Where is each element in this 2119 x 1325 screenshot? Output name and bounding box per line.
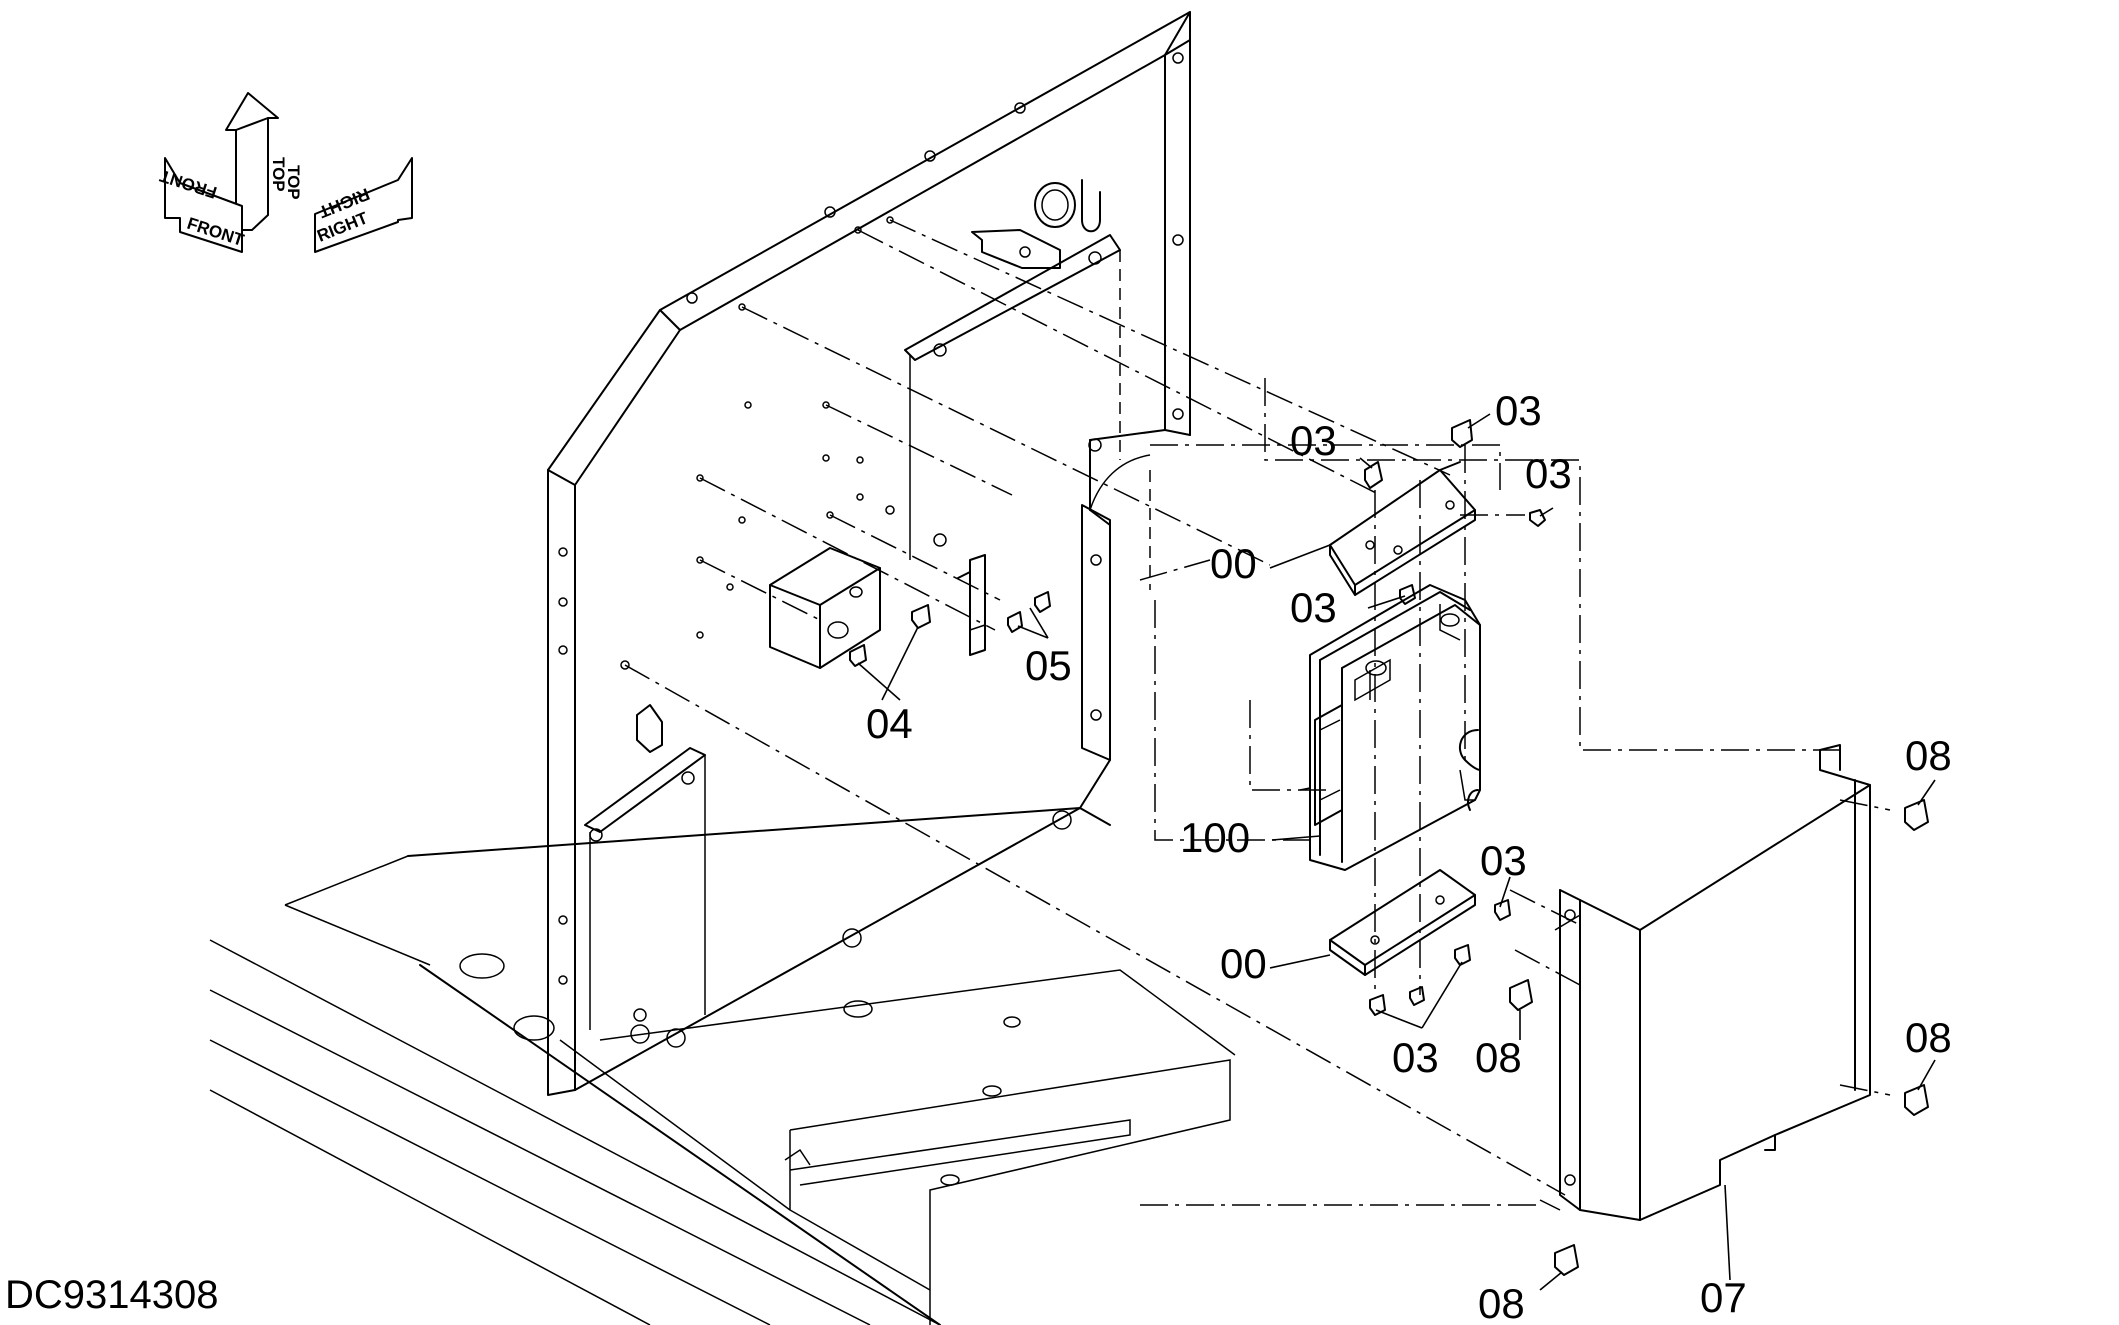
callout-08-mid: 08	[1475, 1034, 1522, 1081]
callout-03-mid: 03	[1290, 584, 1337, 631]
callout-08-right: 08	[1905, 1014, 1952, 1061]
callout-03-right: 03	[1525, 450, 1572, 497]
main-panel	[547, 11, 1191, 1096]
leader-lines	[857, 413, 1936, 1291]
orientation-label-top: TOP	[269, 157, 288, 192]
floor-frame	[209, 807, 1236, 1325]
callout-07: 07	[1700, 1274, 1747, 1321]
callout-00-lower: 00	[1220, 940, 1267, 987]
cover-plate	[1559, 744, 1871, 1221]
callout-03-bottom: 03	[1392, 1034, 1439, 1081]
callout-04: 04	[866, 700, 913, 747]
callout-08-upper: 08	[1905, 732, 1952, 779]
callout-03-top-right: 03	[1495, 387, 1542, 434]
callout-08-bottom: 08	[1478, 1280, 1525, 1325]
callout-03-top-left: 03	[1290, 417, 1337, 464]
callout-100: 100	[1180, 814, 1250, 861]
controller-unit	[1299, 584, 1481, 871]
callout-05: 05	[1025, 642, 1072, 689]
orientation-arrows: FRONT FRONT TOP TOP RIGHT RIGHT	[157, 92, 413, 253]
fasteners	[849, 419, 1929, 1276]
callout-03-lower-right: 03	[1480, 837, 1527, 884]
lower-bracket	[1329, 869, 1476, 976]
callout-00-upper: 00	[1210, 540, 1257, 587]
callouts: 03 03 03 00 03 05 04 100 03 00 03 08 08 …	[866, 387, 1952, 1325]
upper-bracket	[1329, 461, 1476, 596]
assembly-centerlines	[624, 219, 1891, 1211]
drawing-id: DC9314308	[5, 1273, 219, 1317]
orientation-label-top-mirror: TOP	[284, 165, 303, 200]
